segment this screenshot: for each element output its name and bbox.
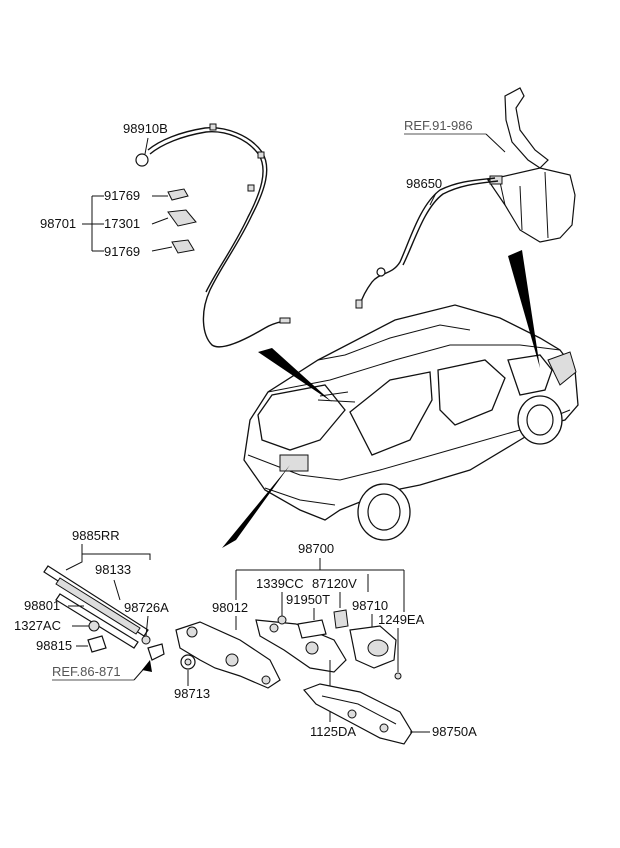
label-98700: 98700 — [298, 541, 334, 556]
hose-grommet-17301 — [167, 209, 197, 227]
grommet-1339CC — [277, 615, 287, 625]
vehicle-illustration — [243, 304, 579, 541]
label-87120V: 87120V — [312, 576, 357, 591]
label-98133: 98133 — [95, 562, 131, 577]
washer-reservoir — [487, 87, 576, 243]
bolt-1249EA — [394, 672, 402, 680]
connector-91950T — [297, 619, 327, 639]
pointer-hose-to-roof — [258, 348, 332, 402]
nut-98713 — [180, 654, 196, 670]
hose-clip-91769-upper — [167, 188, 189, 201]
label-91769-lower: 91769 — [104, 244, 140, 259]
label-98815: 98815 — [36, 638, 72, 653]
wiper-motor-98710 — [349, 625, 397, 669]
washer-hose-98910B — [135, 123, 291, 348]
label-98650: 98650 — [406, 176, 442, 191]
label-91769-upper: 91769 — [104, 188, 140, 203]
label-91950T: 91950T — [286, 592, 330, 607]
label-98910B: 98910B — [123, 121, 168, 136]
label-98726A: 98726A — [124, 600, 169, 615]
label-1249EA: 1249EA — [378, 612, 425, 627]
label-17301: 17301 — [104, 216, 140, 231]
clip-87120V — [333, 609, 349, 629]
pointer-reservoir-to-car — [508, 250, 540, 368]
wiper-cap-98815 — [87, 635, 107, 653]
pointer-wiper-to-car — [222, 465, 290, 548]
label-98701: 98701 — [40, 216, 76, 231]
label-98710: 98710 — [352, 598, 388, 613]
washer-hose-98650 — [355, 177, 499, 309]
label-1327AC: 1327AC — [14, 618, 61, 633]
hose-clip-91769-lower — [171, 239, 195, 254]
label-98012: 98012 — [212, 600, 248, 615]
label-9885RR: 9885RR — [72, 528, 120, 543]
label-98801: 98801 — [24, 598, 60, 613]
label-1339CC: 1339CC — [256, 576, 304, 591]
label-98713: 98713 — [174, 686, 210, 701]
label-98750A: 98750A — [432, 724, 477, 739]
rear-wiper-cover-98012 — [175, 621, 281, 689]
motor-cover-98750A — [302, 683, 413, 745]
label-ref-91-986: REF.91-986 — [404, 118, 473, 133]
label-ref-86-871: REF.86-871 — [52, 664, 121, 679]
label-1125DA: 1125DA — [310, 724, 356, 739]
